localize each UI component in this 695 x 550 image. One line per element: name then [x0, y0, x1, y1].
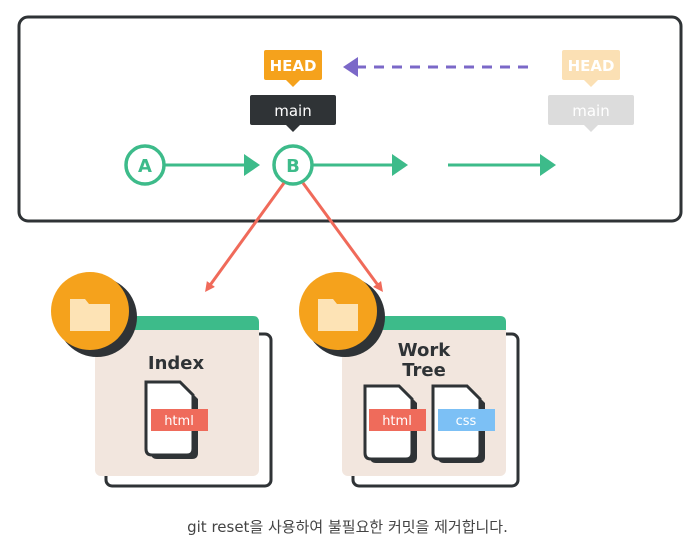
work-tree-css-file: css: [431, 384, 495, 463]
arrow-to-work-tree: [301, 182, 383, 293]
commit-a-label: A: [138, 156, 152, 177]
commit-b-label: B: [286, 156, 300, 177]
index-panel: Index html: [51, 272, 273, 488]
head-ref-tag: HEAD: [264, 50, 322, 87]
work-tree-folder-icon: [299, 272, 385, 357]
old-main-branch-label: main: [572, 102, 609, 120]
head-ref-label: HEAD: [270, 57, 317, 75]
commit-link-removed: [448, 154, 556, 176]
work-tree-panel: Work Tree html css: [299, 272, 520, 488]
main-branch-label: main: [274, 102, 311, 120]
work-tree-css-tag: css: [456, 414, 477, 429]
commit-link-b-next: [313, 154, 408, 176]
work-tree-html-file: html: [363, 384, 426, 463]
old-head-ref-tag: HEAD: [562, 50, 620, 87]
commit-b: B: [272, 144, 314, 186]
commit-link-a-b: [164, 154, 260, 176]
work-tree-title-line1: Work: [398, 340, 451, 361]
arrow-to-index: [205, 182, 286, 293]
work-tree-html-tag: html: [382, 414, 412, 429]
commit-a: A: [124, 144, 166, 186]
main-branch-tag: main: [250, 95, 336, 132]
work-tree-title-line2: Tree: [402, 360, 446, 381]
index-html-file: html: [144, 380, 208, 459]
dashed-reset-arrow: [343, 57, 528, 77]
old-main-branch-tag: main: [548, 95, 634, 132]
commit-graph-frame: [17, 15, 683, 223]
index-html-tag: html: [164, 414, 194, 429]
index-title: Index: [148, 353, 205, 374]
old-head-ref-label: HEAD: [568, 57, 615, 75]
diagram-caption: git reset을 사용하여 불필요한 커밋을 제거합니다.: [187, 518, 508, 536]
index-folder-icon: [51, 272, 137, 357]
